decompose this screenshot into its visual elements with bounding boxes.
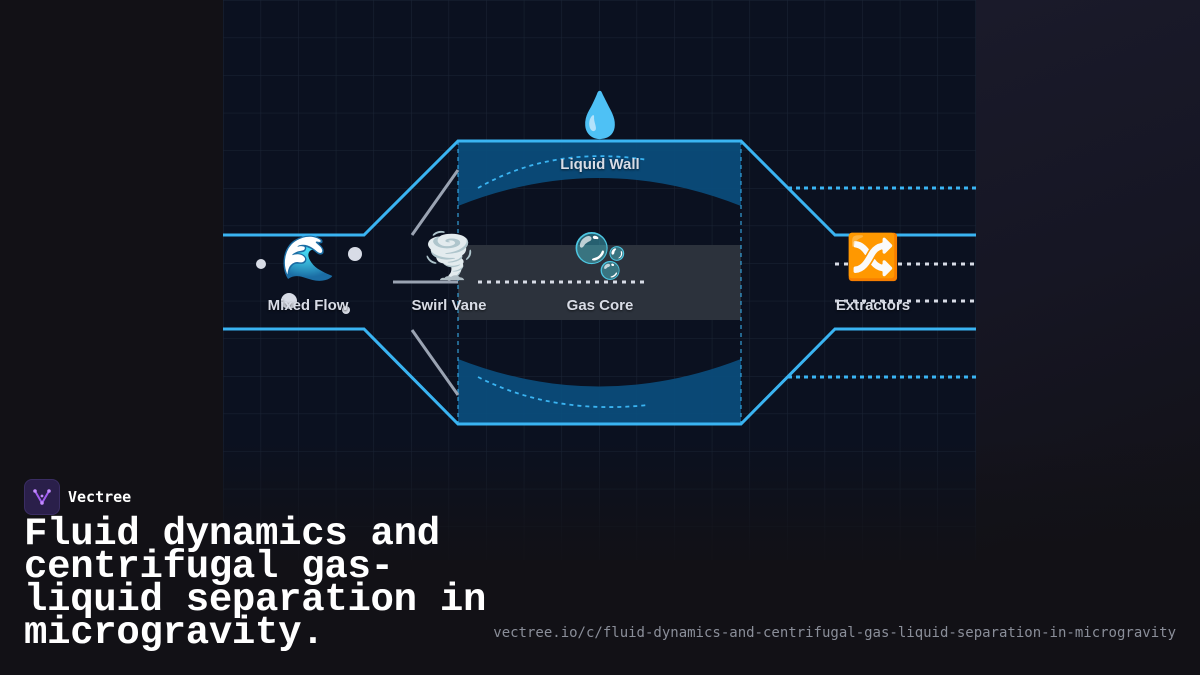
- swirl-vane-upper: [410, 169, 460, 236]
- bubble: [342, 306, 350, 314]
- node-label-mixed-flow: Mixed Flow: [267, 297, 349, 314]
- page-title: Fluid dynamics and centrifugal gas-liqui…: [24, 512, 487, 655]
- swirl-vane-lower: [410, 329, 460, 396]
- separator-diagram: 🌊 Mixed Flow 🌪️ Swirl Vane 🫧 Gas Core 💧 …: [223, 0, 976, 560]
- liquid-wall-top: [458, 141, 741, 206]
- liquid-wall-bottom: [458, 359, 741, 424]
- node-label-extractors: Extractors: [835, 297, 911, 314]
- node-label-gas-core: Gas Core: [566, 297, 634, 314]
- bubble: [348, 247, 362, 261]
- pipe-outline-top: [223, 139, 976, 237]
- droplet-icon: 💧: [572, 91, 628, 140]
- vectree-logo-icon: [24, 479, 60, 515]
- shuffle-icon: 🔀: [845, 233, 901, 282]
- bottom-fade: [0, 440, 1200, 675]
- bubbles-icon: 🫧: [572, 232, 628, 281]
- node-label-swirl-vane: Swirl Vane: [411, 297, 487, 314]
- wave-icon: 🌊: [280, 234, 336, 283]
- swirl-path-top: [477, 155, 649, 189]
- pipe-outline-bottom: [223, 327, 976, 426]
- swirl-path-bottom: [477, 376, 649, 408]
- brand-name: Vectree: [68, 488, 132, 506]
- brand[interactable]: Vectree: [24, 479, 131, 515]
- tornado-icon: 🌪️: [421, 232, 477, 281]
- node-label-liquid-wall: Liquid Wall: [560, 156, 640, 173]
- source-url[interactable]: vectree.io/c/fluid-dynamics-and-centrifu…: [493, 625, 1176, 641]
- bubble: [256, 259, 266, 269]
- bubble: [281, 293, 297, 309]
